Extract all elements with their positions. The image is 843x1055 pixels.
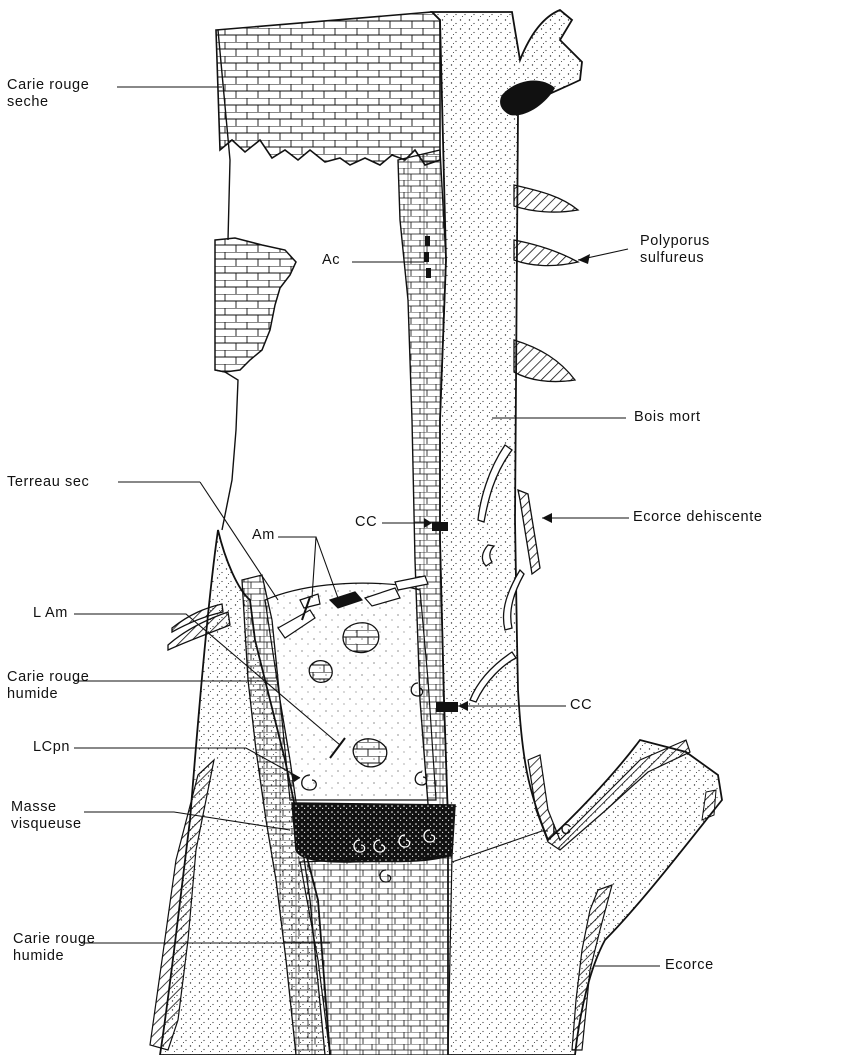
loose-bark	[518, 490, 540, 574]
label-lc: LC	[552, 822, 572, 839]
dry-rot-block-top	[216, 12, 440, 165]
label-ecorce: Ecorce	[665, 957, 714, 974]
label-polyporus-sulfureus: Polyporus sulfureus	[640, 233, 710, 267]
label-masse-visqueuse: Masse visqueuse	[11, 799, 82, 833]
dry-rot-fragment-left	[215, 238, 296, 372]
label-terreau-sec: Terreau sec	[7, 474, 89, 491]
polyporus-shelves	[514, 185, 578, 382]
label-bois-mort: Bois mort	[634, 409, 701, 426]
label-l-am: L Am	[33, 605, 68, 622]
label-ecorce-dehiscente: Ecorce dehiscente	[633, 509, 763, 526]
label-ac: Ac	[322, 252, 340, 269]
label-lcpn: LCpn	[33, 739, 70, 756]
cc-upper-marker	[432, 522, 448, 531]
label-carie-rouge-seche: Carie rouge seche	[7, 77, 89, 111]
viscous-mass	[292, 803, 455, 862]
dead-wood-right-trunk	[432, 10, 722, 1055]
label-carie-rouge-humide-1: Carie rouge humide	[7, 669, 89, 703]
label-cc-upper: CC	[355, 514, 377, 531]
dry-compost-fill	[265, 583, 436, 800]
label-cc-lower: CC	[570, 697, 592, 714]
label-carie-rouge-humide-2: Carie rouge humide	[13, 931, 95, 965]
cc-lower-marker	[436, 702, 458, 712]
label-am: Am	[252, 527, 275, 544]
